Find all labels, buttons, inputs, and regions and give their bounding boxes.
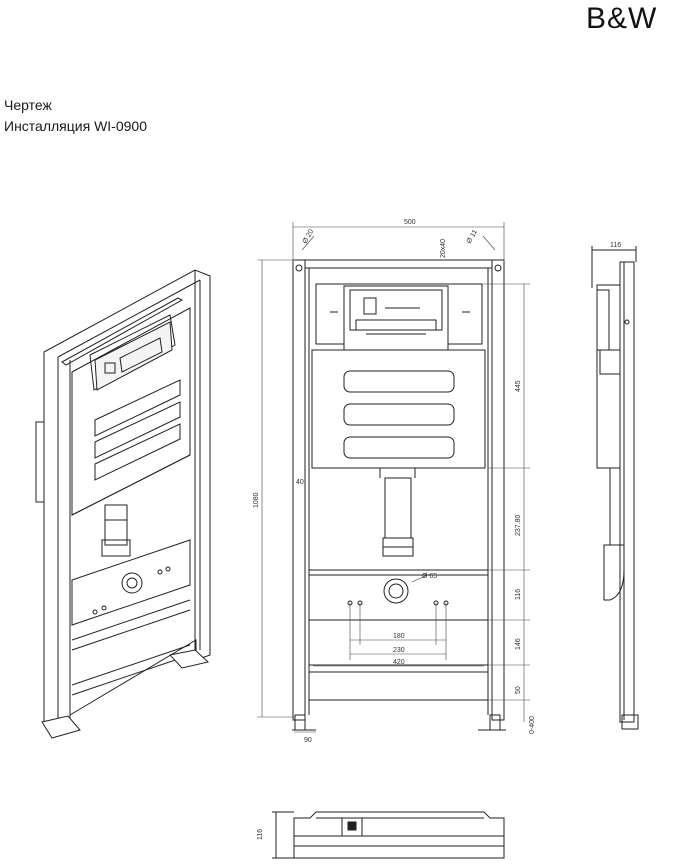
dim-stud-spacing-inner: 180 (393, 633, 405, 640)
dim-lower-section: 146 (515, 638, 522, 650)
dim-top-hole-right: Ø 11 (466, 229, 479, 245)
brand-logo: B&W (586, 2, 658, 35)
dim-overall-height: 1080 (253, 492, 260, 508)
dim-foot-width: 90 (304, 737, 312, 744)
page-title: Чертеж (4, 97, 52, 113)
dim-side-depth: 116 (610, 242, 621, 249)
dim-stud-spacing-mid: 230 (393, 647, 405, 654)
dim-foot-adjust: 0-400 (529, 716, 536, 734)
side-view (591, 246, 639, 730)
dim-overall-width: 500 (404, 219, 416, 226)
front-view (292, 259, 506, 731)
dim-pipe-section: 237.80 (515, 514, 522, 536)
dim-cistern-height: 445 (515, 380, 522, 392)
dim-drain-diameter: Ø 65 (422, 573, 437, 580)
dim-side-offset: 40 (296, 479, 304, 486)
dim-plan-depth: 116 (257, 829, 264, 840)
dim-slot: 20x40 (440, 239, 447, 258)
plan-view (272, 811, 505, 859)
dim-foot-section: 50 (515, 686, 522, 694)
page-subtitle: Инсталляция WI-0900 (4, 118, 147, 134)
perspective-view (35, 269, 211, 739)
dim-plate-height: 116 (515, 589, 522, 600)
dim-stud-spacing-outer: 420 (393, 659, 405, 666)
